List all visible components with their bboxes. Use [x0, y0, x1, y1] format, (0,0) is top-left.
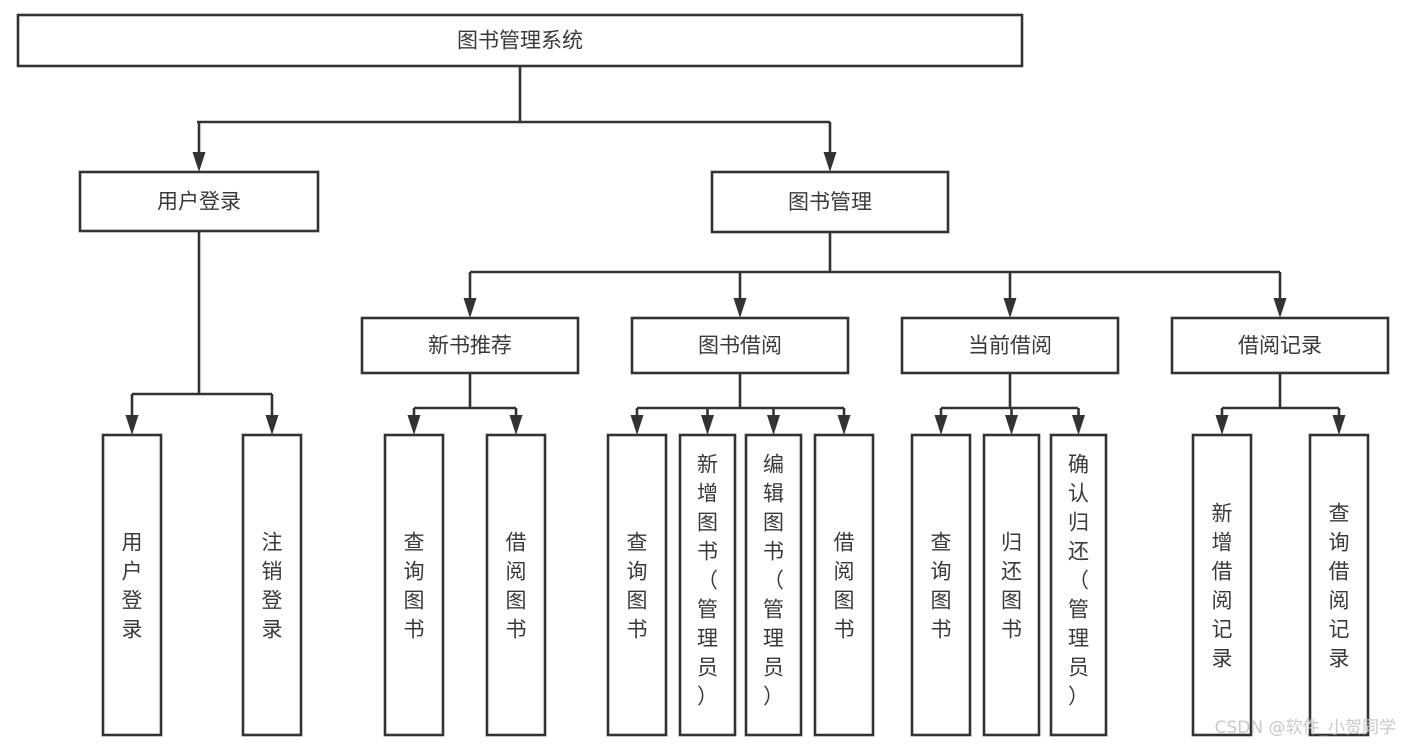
node-label: 借阅图书 [506, 531, 527, 642]
node-leaf-edit-book-admin[interactable]: 编辑图书（管理员） [744, 433, 803, 737]
node-label: 借阅记录 [1238, 334, 1322, 358]
node-label: 归还图书 [1001, 531, 1022, 642]
node-box [101, 433, 163, 737]
node-label: 新增借阅记录 [1212, 502, 1233, 671]
node-box [78, 170, 320, 233]
node-label: 新增图书（管理员） [697, 453, 718, 709]
node-label: 图书管理系统 [457, 29, 583, 53]
node-box [678, 433, 737, 737]
node-leaf-logout[interactable]: 注销登录 [241, 433, 303, 737]
node-book-manage[interactable]: 图书管理 [710, 170, 950, 234]
node-leaf-add-book-admin[interactable]: 新增图书（管理员） [678, 433, 737, 737]
node-label: 查询图书 [931, 531, 952, 642]
node-leaf-add-borrow-record[interactable]: 新增借阅记录 [1191, 433, 1253, 737]
node-label: 图书借阅 [698, 334, 782, 358]
node-borrow-record[interactable]: 借阅记录 [1170, 316, 1390, 375]
node-current-borrow[interactable]: 当前借阅 [900, 316, 1120, 375]
node-new-book-recommend[interactable]: 新书推荐 [360, 316, 580, 375]
node-label: 查询图书 [404, 531, 425, 642]
csdn-watermark: CSDN @软件_小贺同学 [1215, 718, 1396, 738]
node-box [710, 170, 950, 234]
node-label: 用户登录 [122, 531, 143, 642]
node-box [16, 13, 1024, 68]
node-box [383, 433, 445, 737]
node-box [900, 316, 1120, 375]
node-leaf-confirm-return-admin[interactable]: 确认归还（管理员） [1049, 433, 1108, 737]
node-label: 用户登录 [157, 190, 241, 214]
node-leaf-query-borrow-record[interactable]: 查询借阅记录 [1308, 433, 1370, 737]
node-root[interactable]: 图书管理系统 [16, 13, 1024, 68]
node-box [910, 433, 972, 737]
node-label: 查询图书 [627, 531, 648, 642]
node-label: 图书管理 [788, 190, 872, 214]
node-leaf-query-book-borrow[interactable]: 查询图书 [606, 433, 668, 737]
node-box [982, 433, 1041, 737]
node-label: 确认归还（管理员） [1068, 453, 1089, 709]
node-layer: 图书管理系统用户登录图书管理新书推荐图书借阅当前借阅借阅记录用户登录注销登录查询… [16, 13, 1390, 737]
node-leaf-borrow-book-recommend[interactable]: 借阅图书 [485, 433, 547, 737]
node-box [813, 433, 875, 737]
node-box [630, 316, 850, 375]
node-box [360, 316, 580, 375]
node-label: 编辑图书（管理员） [763, 453, 784, 709]
node-box [1308, 433, 1370, 737]
node-user-login[interactable]: 用户登录 [78, 170, 320, 233]
node-book-borrow[interactable]: 图书借阅 [630, 316, 850, 375]
node-box [1191, 433, 1253, 737]
node-label: 借阅图书 [834, 531, 855, 642]
node-leaf-query-book-recommend[interactable]: 查询图书 [383, 433, 445, 737]
node-box [744, 433, 803, 737]
node-box [485, 433, 547, 737]
node-box [241, 433, 303, 737]
connector-layer [125, 66, 1346, 435]
node-label: 查询借阅记录 [1329, 502, 1350, 671]
node-leaf-borrow-book[interactable]: 借阅图书 [813, 433, 875, 737]
node-box [1049, 433, 1108, 737]
node-leaf-user-login[interactable]: 用户登录 [101, 433, 163, 737]
node-leaf-return-book[interactable]: 归还图书 [982, 433, 1041, 737]
node-label: 注销登录 [262, 531, 283, 642]
node-leaf-query-book-current[interactable]: 查询图书 [910, 433, 972, 737]
node-label: 新书推荐 [428, 334, 512, 358]
node-label: 当前借阅 [968, 334, 1052, 358]
node-box [1170, 316, 1390, 375]
node-box [606, 433, 668, 737]
